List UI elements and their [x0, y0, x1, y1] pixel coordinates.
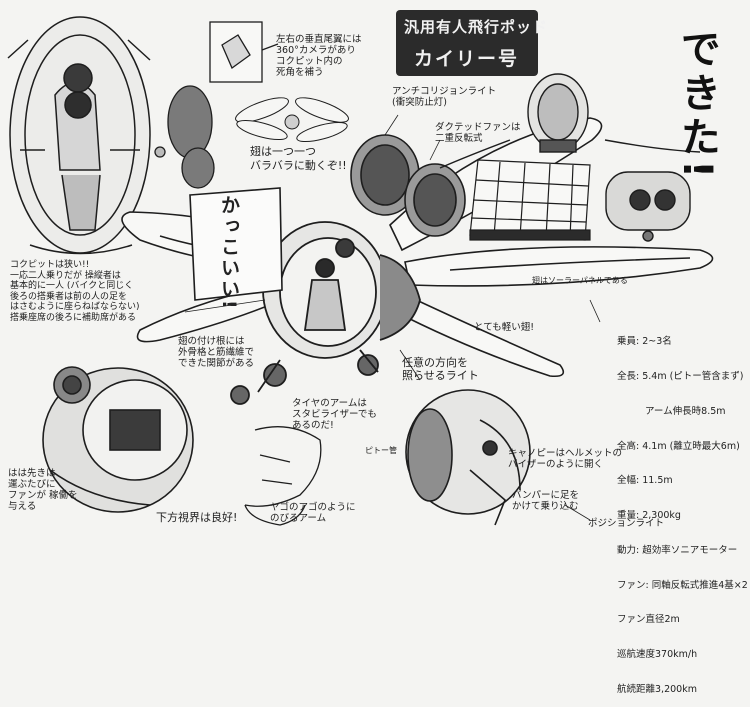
note-ducted-fan: ダクテッドファンは 二重反転式 — [435, 122, 521, 144]
note-jaw-arm: ヤゴのアゴのように のびるアーム — [270, 502, 356, 524]
rear-fans-sketch — [154, 85, 215, 189]
title-line-1: 汎用有人飛行ポッド — [404, 18, 549, 36]
title-line-2: カイリー号 — [414, 48, 520, 70]
note-cockpit-narrow: コクピットは狭い!! 一応二人乗りだが 操縦者は 基本的に一人 (バイクと同じく… — [10, 260, 140, 323]
main-aircraft-body — [230, 221, 421, 405]
canopy-sketch — [405, 389, 531, 526]
ducted-fans — [350, 134, 466, 237]
note-solar-panel: 翅はソーラーパネルである — [532, 276, 628, 285]
exclaim-cool: かっこいい! — [218, 195, 240, 311]
rear-view-sketch — [439, 73, 701, 169]
note-bumper: バンパーに足を かけて乗り込む — [512, 490, 579, 512]
tail-camera-sketch — [209, 21, 279, 83]
note-canopy: キャノピーはヘルメットの バイザーのように開く — [508, 448, 623, 470]
spec-fan-diameter: ファン直径2m — [617, 614, 680, 626]
note-wing-root: 翅の付け根には 外骨格と筋繊維で できた関節がある — [178, 336, 255, 369]
title-plate: 汎用有人飛行ポッド カイリー号 — [396, 10, 547, 76]
note-wings-fold: はは先きは 運ぶたびに ファンが 稼働を 与える — [8, 468, 78, 512]
note-vision: 下方視界は良好! — [156, 511, 238, 524]
spec-height: 全高: 4.1m (離立時最大6m) — [617, 440, 740, 452]
note-tire-arm: タイヤのアームは スタビライザーでも あるのだ! — [292, 398, 377, 431]
leader-lines — [184, 114, 601, 521]
bottom-left-cockpit-sketch — [42, 366, 194, 513]
spec-crew: 乗員: 2~3名 — [617, 336, 672, 348]
spec-range: 航続距離3,200km — [617, 684, 697, 695]
spec-power: 動力: 超効率ソニアモーター — [617, 544, 738, 556]
arm-sketch — [244, 426, 322, 526]
note-pitot: ピトー管 — [365, 446, 397, 455]
note-light-wings: とても軽い翅! — [474, 322, 535, 333]
spec-fan: ファン: 同軸反転式推進4基×2 — [617, 579, 748, 591]
solar-panel-sketch — [469, 159, 591, 241]
spec-weight: 重量: 2,300kg — [617, 510, 681, 522]
speech-bubble — [189, 187, 283, 301]
spec-length: 全長: 5.4m (ピトー管含まず) — [617, 370, 744, 382]
exclaim-done: できた! — [674, 28, 720, 183]
note-position-light: ポジションライト — [588, 518, 665, 529]
front-view-sketch — [605, 171, 691, 242]
cockpit-interior-sketch — [7, 16, 151, 255]
note-anticollision: アンチコリジョンライト (衝突防止灯) — [392, 86, 497, 108]
wing-flap-sketch — [235, 97, 349, 143]
spec-list: 乗員: 2~3名 全長: 5.4m (ピトー管含まず) アーム伸長時8.5m 全… — [617, 313, 748, 707]
note-wings-move: 翅は一つ一つ バラバラに動くぞ!! — [250, 145, 347, 172]
note-search-light: 任意の方向を 照らせるライト — [402, 356, 479, 382]
note-tail-camera: 左右の垂直尾翼には 360°カメラがあり コクピット内の 死角を補う — [276, 34, 362, 78]
spec-span: 全幅: 11.5m — [617, 475, 673, 487]
spec-arm-extended: アーム伸長時8.5m — [645, 405, 726, 417]
spec-cruise-speed: 巡航速度370km/h — [617, 649, 698, 661]
